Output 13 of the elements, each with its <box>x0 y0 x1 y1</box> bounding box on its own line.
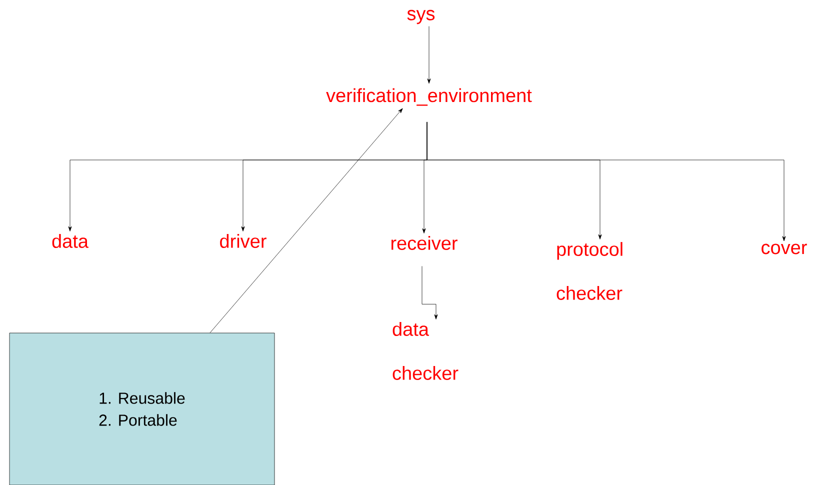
node-label: data checker <box>392 322 458 380</box>
node-label: cover <box>762 244 807 254</box>
arrow <box>422 266 438 320</box>
node-label: verification_environment <box>326 88 532 106</box>
node-label: receiver <box>391 236 458 250</box>
note-box: 1. Reusable 2. Portable <box>9 332 275 485</box>
arrow <box>210 108 403 333</box>
arrow <box>426 122 786 242</box>
node-label: data <box>52 234 88 248</box>
arrow <box>427 26 431 84</box>
node-label: protocol checker <box>556 242 622 300</box>
node-label: driver <box>220 234 266 248</box>
node-label: sys <box>407 10 435 24</box>
